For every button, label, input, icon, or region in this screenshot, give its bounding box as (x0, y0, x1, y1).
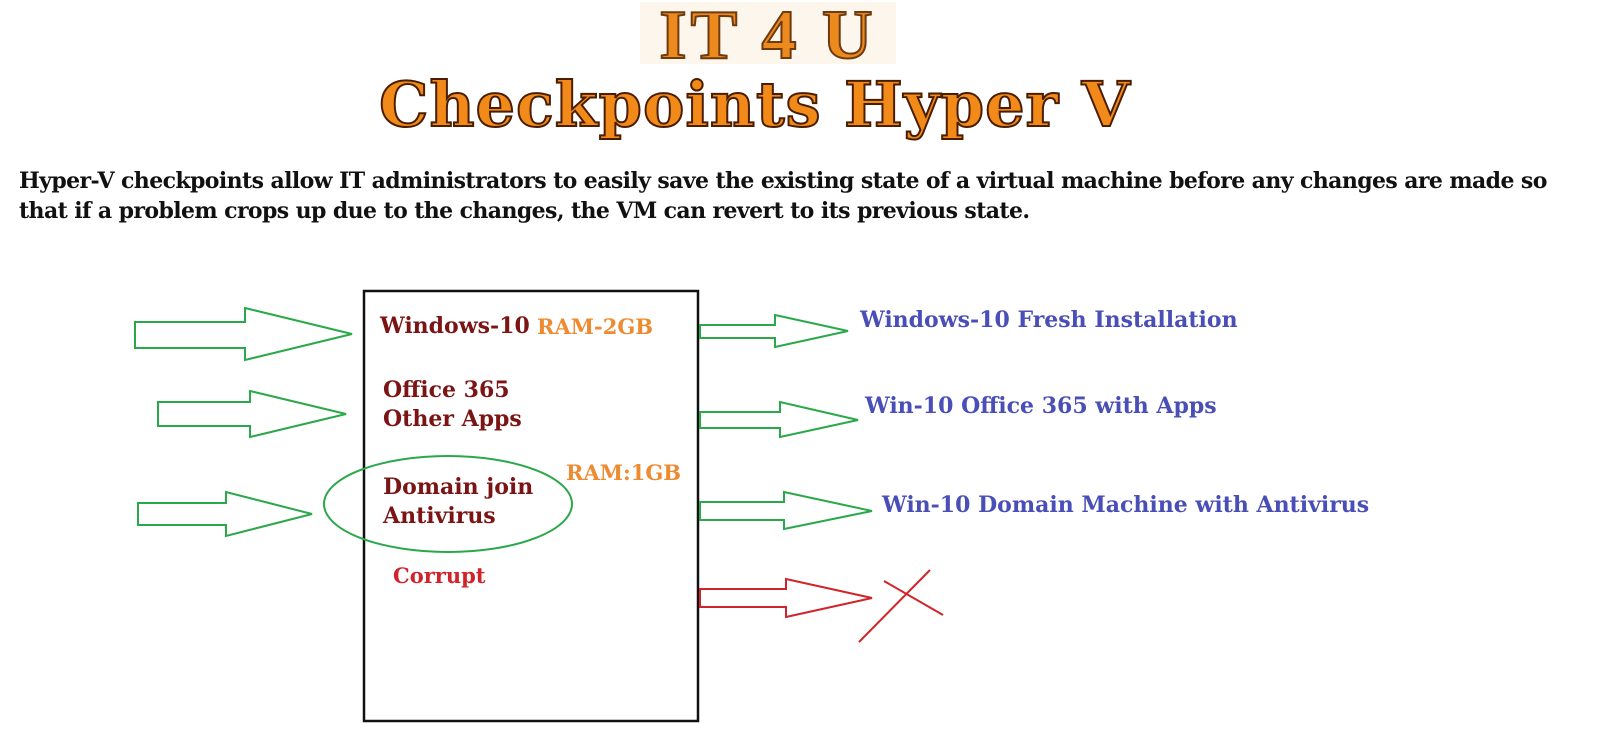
input-arrow-os (134, 306, 353, 362)
ram-primary-label: RAM-2GB (537, 314, 654, 339)
input-arrow-apps (157, 389, 347, 439)
input-arrow-domain (137, 490, 313, 538)
corrupt-arrow (699, 577, 873, 619)
ram-secondary-label: RAM:1GB (566, 460, 682, 485)
checkpoint-label-3: Win-10 Domain Machine with Antivirus (882, 492, 1370, 518)
domain-ellipse (323, 455, 573, 553)
domain-line-1: Domain join (383, 474, 534, 500)
logo-text: IT 4 U (658, 0, 877, 75)
domain-line-2: Antivirus (383, 503, 496, 529)
windows-label: Windows-10 (380, 313, 530, 339)
failure-cross-icon (858, 569, 944, 643)
checkpoint-arrow-1 (699, 313, 849, 349)
checkpoint-label-1: Windows-10 Fresh Installation (860, 307, 1238, 333)
logo: IT 4 U (640, 0, 896, 75)
description-text: Hyper-V checkpoints allow IT administrat… (19, 168, 1547, 224)
apps-line-1: Office 365 (383, 377, 510, 403)
checkpoint-arrow-2 (699, 400, 859, 439)
page-title: Checkpoints Hyper V (378, 67, 1131, 142)
checkpoint-arrow-3 (699, 490, 873, 531)
apps-line-2: Other Apps (383, 406, 522, 432)
corrupt-label: Corrupt (393, 563, 486, 588)
checkpoint-label-2: Win-10 Office 365 with Apps (865, 393, 1217, 419)
vm-box (362, 289, 700, 723)
